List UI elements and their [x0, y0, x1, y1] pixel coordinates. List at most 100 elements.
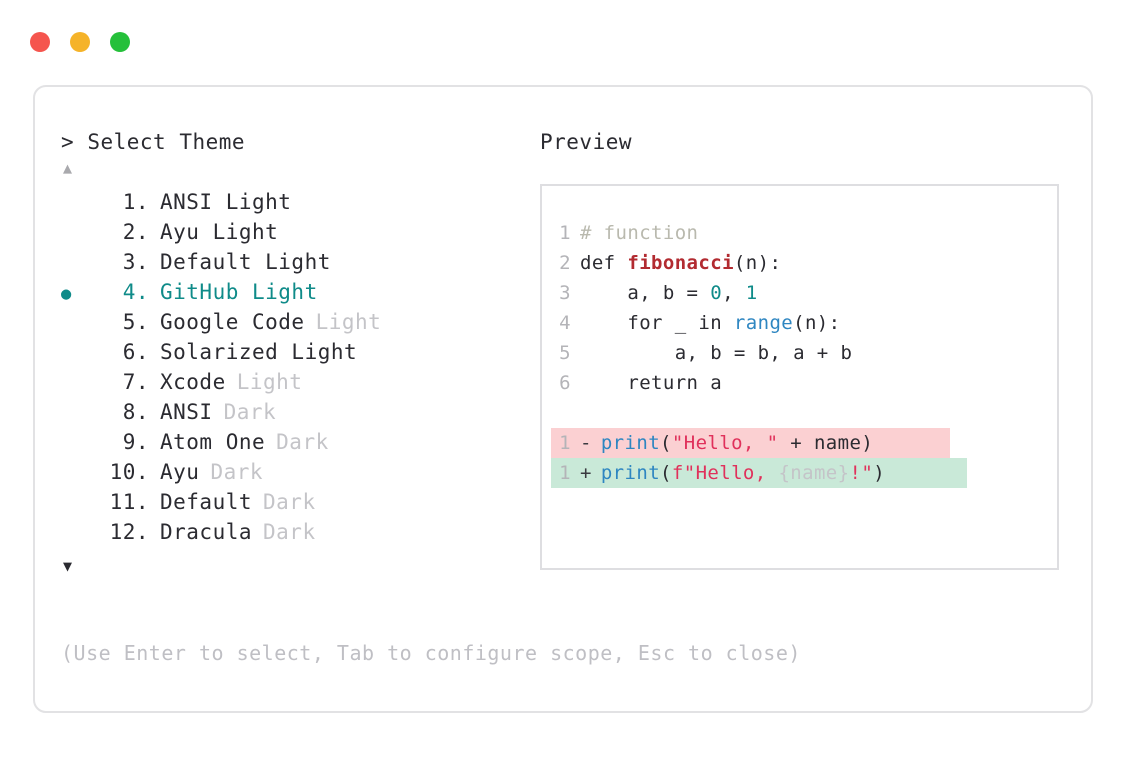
code-token: + name)	[778, 432, 874, 454]
theme-item-index: 11.	[109, 490, 149, 514]
line-number: 4	[559, 312, 571, 334]
prompt-marker: >	[61, 130, 75, 154]
theme-item-name: Ayu Light	[160, 220, 279, 244]
theme-item-variant: Light	[315, 310, 382, 334]
theme-list-item[interactable]: 9. Atom One Dark	[61, 427, 531, 457]
theme-item-name: Dracula	[160, 520, 253, 544]
code-text: print(f"Hello, {name}!")	[601, 458, 885, 488]
preview-label: Preview	[540, 130, 633, 154]
code-token: def	[580, 252, 628, 274]
code-line: 4 for _ in range(n):	[542, 308, 1057, 338]
page-title-text: Select Theme	[87, 130, 246, 154]
code-token: (	[660, 432, 672, 454]
theme-item-name: Solarized Light	[160, 340, 358, 364]
code-token: {name}	[778, 462, 850, 484]
code-token: a, b =	[580, 282, 711, 304]
theme-item-index: 9.	[122, 430, 149, 454]
theme-list-item[interactable]: 8. ANSI Dark	[61, 397, 531, 427]
selection-bullet-icon: ●	[61, 284, 72, 304]
code-token: print	[600, 432, 661, 454]
code-token: (n):	[793, 312, 841, 334]
theme-item-index: 1.	[122, 190, 149, 214]
theme-list: 1. ANSI Light 2. Ayu Light 3. Default Light ●4…	[61, 187, 531, 547]
code-token: "Hello, "	[671, 432, 779, 454]
code-token: (	[660, 462, 672, 484]
theme-item-name: Xcode	[160, 370, 226, 394]
theme-item-variant: Dark	[223, 400, 277, 424]
theme-item-variant: Dark	[210, 460, 264, 484]
diff-highlight	[551, 458, 967, 488]
code-token: return a	[580, 372, 723, 394]
code-token: )	[873, 462, 886, 484]
code-text: a, b = b, a + b	[580, 338, 852, 368]
code-text: for _ in range(n):	[580, 308, 840, 338]
diff-highlight	[551, 428, 950, 458]
close-button[interactable]	[30, 32, 50, 52]
theme-list-column: > Select Theme ▲ 1. ANSI Light 2. Ayu Light…	[61, 127, 531, 577]
theme-item-index: 6.	[122, 340, 149, 364]
code-line: 5 a, b = b, a + b	[542, 338, 1057, 368]
diff-removed-line: 1-print("Hello, " + name)	[542, 428, 1057, 458]
line-number: 1	[559, 432, 571, 454]
theme-list-item[interactable]: 6. Solarized Light	[61, 337, 531, 367]
theme-item-index: 10.	[109, 460, 149, 484]
theme-item-name: ANSI Light	[160, 190, 292, 214]
theme-item-name: Default Light	[160, 250, 331, 274]
minimize-button[interactable]	[70, 32, 90, 52]
code-token: 1	[745, 282, 758, 304]
theme-item-index: 3.	[122, 250, 149, 274]
diff-preview: 1-print("Hello, " + name)1+print(f"Hello…	[542, 428, 1057, 488]
theme-item-index: 8.	[122, 400, 149, 424]
code-spacer	[542, 398, 1057, 428]
line-number: 2	[559, 252, 571, 274]
code-token: a, b = b, a + b	[580, 342, 853, 364]
code-line: 6 return a	[542, 368, 1057, 398]
window-traffic-lights	[30, 32, 130, 52]
code-line: 3 a, b = 0, 1	[542, 278, 1057, 308]
line-number: 5	[559, 342, 571, 364]
theme-item-index: 5.	[122, 310, 149, 334]
page-title: > Select Theme	[61, 127, 531, 157]
theme-list-item[interactable]: ●4.GitHub Light	[61, 277, 531, 307]
theme-item-name: GitHub Light	[160, 280, 318, 304]
code-token: # function	[580, 222, 699, 244]
theme-list-item[interactable]: 2. Ayu Light	[61, 217, 531, 247]
theme-list-item[interactable]: 12. Dracula Dark	[61, 517, 531, 547]
code-line: 1# function	[542, 218, 1057, 248]
theme-item-variant: Light	[236, 370, 303, 394]
theme-picker-panel: > Select Theme ▲ 1. ANSI Light 2. Ayu Light…	[33, 85, 1093, 713]
theme-list-item[interactable]: 3. Default Light	[61, 247, 531, 277]
theme-item-variant: Dark	[276, 430, 329, 454]
theme-item-variant: Dark	[263, 490, 316, 514]
line-number: 1	[559, 462, 571, 484]
code-token: fibonacci	[627, 252, 734, 274]
theme-item-name: Ayu	[160, 460, 200, 484]
theme-item-name: Atom One	[160, 430, 266, 454]
code-token: ,	[722, 282, 746, 304]
keyboard-hint: (Use Enter to select, Tab to configure s…	[61, 641, 801, 665]
scroll-down-icon[interactable]: ▼	[63, 557, 73, 575]
diff-sign: -	[580, 432, 592, 454]
code-text: # function	[580, 218, 698, 248]
code-token: "	[861, 462, 874, 484]
theme-item-variant: Dark	[263, 520, 316, 544]
code-token: !	[849, 462, 862, 484]
theme-item-name: ANSI	[160, 400, 213, 424]
theme-item-index: 2.	[122, 220, 149, 244]
code-token: range	[733, 312, 794, 334]
diff-sign: +	[580, 462, 592, 484]
theme-item-index: 12.	[109, 520, 149, 544]
theme-list-item[interactable]: 1. ANSI Light	[61, 187, 531, 217]
maximize-button[interactable]	[110, 32, 130, 52]
scroll-up-icon[interactable]: ▲	[63, 159, 73, 177]
line-number: 6	[559, 372, 571, 394]
theme-list-item[interactable]: 10. Ayu Dark	[61, 457, 531, 487]
diff-added-line: 1 + print(f"Hello, {name}!")	[542, 458, 1057, 488]
